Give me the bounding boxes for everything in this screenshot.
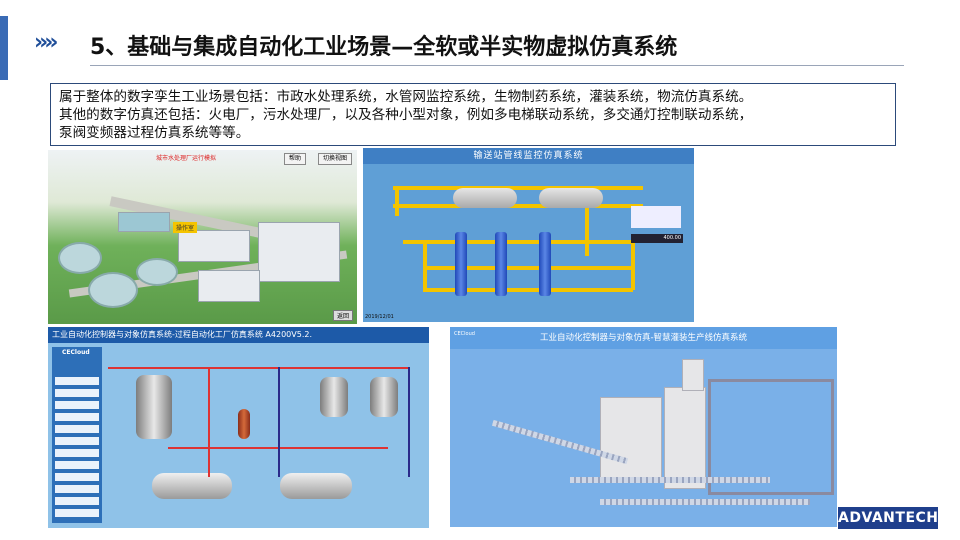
water-plant-screenshot: 城市水处理厂运行模拟 帮助 切换视图 操作室 返回 bbox=[48, 150, 357, 324]
pipe bbox=[423, 266, 633, 270]
storage-rack bbox=[708, 379, 834, 495]
process-factory-screenshot: 工业自动化控制器与对象仿真系统-过程自动化工厂仿真系统 A4200V5.2. C… bbox=[48, 327, 429, 528]
side-menu-item[interactable] bbox=[55, 485, 99, 493]
advantech-logo: ADVANTECH bbox=[838, 507, 938, 529]
distribution-column bbox=[455, 232, 467, 296]
side-menu-item[interactable] bbox=[55, 449, 99, 457]
pipe bbox=[403, 240, 633, 244]
screenshot-title: 工业自动化控制器与对象仿真系统-过程自动化工厂仿真系统 A4200V5.2. bbox=[48, 327, 429, 343]
pipe bbox=[108, 367, 408, 369]
storage-vessel bbox=[280, 473, 352, 499]
factory-building bbox=[198, 270, 260, 302]
pipe bbox=[208, 367, 210, 477]
side-menu-item[interactable] bbox=[55, 389, 99, 397]
help-button[interactable]: 帮助 bbox=[284, 153, 307, 165]
separator-vessel bbox=[453, 188, 517, 208]
factory-building bbox=[178, 230, 250, 262]
description-line: 属于整体的数字孪生工业场景包括：市政水处理系统，水管网监控系统，生物制药系统，灌… bbox=[59, 89, 753, 105]
pipeline-screenshot: 输送站管线监控仿真系统 400.00 2019/12/01 bbox=[363, 148, 694, 322]
conveyor-belt bbox=[600, 499, 810, 505]
robot-arm bbox=[682, 359, 704, 391]
slide-title: 5、基础与集成自动化工业场景—全软或半实物虚拟仿真系统 bbox=[90, 35, 678, 60]
pipe bbox=[278, 367, 280, 477]
side-menu-item[interactable] bbox=[55, 413, 99, 421]
office-building bbox=[258, 222, 340, 282]
side-menu-item[interactable] bbox=[55, 497, 99, 505]
conveyor-belt bbox=[570, 477, 770, 483]
distribution-column bbox=[495, 232, 507, 296]
switch-view-button[interactable]: 切换视图 bbox=[318, 153, 353, 165]
side-menu-item[interactable] bbox=[55, 425, 99, 433]
reading-display: 400.00 bbox=[631, 234, 683, 243]
pipe bbox=[631, 240, 635, 290]
pipe bbox=[423, 288, 633, 292]
back-button[interactable]: 返回 bbox=[332, 310, 353, 321]
building-tag: 操作室 bbox=[173, 222, 198, 233]
side-menu-item[interactable] bbox=[55, 473, 99, 481]
settling-tank bbox=[88, 272, 138, 308]
pipe bbox=[408, 367, 410, 477]
side-menu-item[interactable] bbox=[55, 509, 99, 517]
description-line: 泵阀变频器过程仿真系统等等。 bbox=[59, 125, 250, 141]
title-rule bbox=[90, 65, 904, 66]
pipe bbox=[585, 186, 589, 256]
side-menu-item[interactable] bbox=[55, 401, 99, 409]
pool bbox=[118, 212, 170, 232]
side-menu-item[interactable] bbox=[55, 461, 99, 469]
accent-bar bbox=[0, 16, 8, 80]
filling-machine bbox=[600, 397, 662, 479]
screenshot-title: 输送站管线监控仿真系统 bbox=[363, 148, 694, 164]
reactor-tank bbox=[370, 377, 398, 417]
distribution-column bbox=[539, 232, 551, 296]
reactor-tank bbox=[136, 375, 172, 439]
date-label: 2019/12/01 bbox=[365, 314, 394, 320]
pipe bbox=[395, 186, 399, 216]
settling-tank bbox=[136, 258, 178, 286]
screenshot-title: 城市水处理厂运行模拟 bbox=[156, 155, 217, 162]
status-panel bbox=[631, 206, 681, 228]
side-menu bbox=[52, 347, 102, 523]
reactor-tank bbox=[320, 377, 348, 417]
side-menu-item[interactable] bbox=[55, 377, 99, 385]
chevron-icon: »» bbox=[34, 30, 59, 55]
storage-vessel bbox=[152, 473, 232, 499]
description-box: 属于整体的数字孪生工业场景包括：市政水处理系统，水管网监控系统，生物制药系统，灌… bbox=[50, 83, 896, 146]
settling-tank bbox=[58, 242, 102, 274]
pipe bbox=[393, 186, 643, 190]
side-menu-item[interactable] bbox=[55, 437, 99, 445]
filling-machine bbox=[664, 387, 706, 489]
separator-vessel bbox=[539, 188, 603, 208]
cecloud-logo: CECloud bbox=[62, 349, 90, 356]
cecloud-logo: CECloud bbox=[454, 331, 475, 337]
filter-column bbox=[238, 409, 250, 439]
pipe bbox=[393, 204, 643, 208]
filling-line-screenshot: 工业自动化控制器与对象仿真-智慧灌装生产线仿真系统 CECloud bbox=[450, 327, 837, 527]
screenshot-title: 工业自动化控制器与对象仿真-智慧灌装生产线仿真系统 bbox=[450, 327, 837, 349]
pipe bbox=[423, 240, 427, 290]
description-line: 其他的数字仿真还包括：火电厂，污水处理厂，以及各种小型对象，例如多电梯联动系统，… bbox=[59, 107, 753, 123]
